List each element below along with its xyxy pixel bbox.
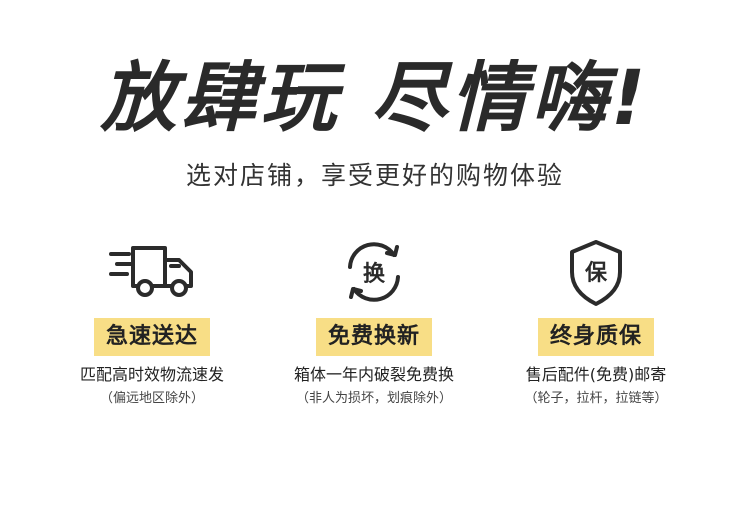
feature-desc: 匹配高时效物流速发: [79, 365, 224, 384]
feature-note: （轮子，拉杆，拉链等）: [524, 391, 668, 406]
headline: 放肆玩 尽情嗨!: [100, 53, 650, 142]
feature-lifetime-warranty: 保 终身质保 售后配件(免费)邮寄 （轮子，拉杆，拉链等）: [496, 228, 696, 406]
feature-desc: 箱体一年内破裂免费换: [293, 365, 454, 384]
feature-free-replacement: 换 免费换新 箱体一年内破裂免费换 （非人为损坏，划痕除外）: [274, 228, 474, 406]
feature-desc: 售后配件(免费)邮寄: [525, 365, 667, 384]
delivery-truck-icon: [52, 228, 252, 316]
exchange-icon-text: 换: [363, 261, 386, 287]
exchange-icon: 换: [274, 228, 474, 316]
feature-fast-delivery: 急速送达 匹配高时效物流速发 （偏远地区除外）: [52, 228, 252, 406]
feature-label: 急速送达: [93, 318, 210, 356]
feature-note: （非人为损坏，划痕除外）: [295, 391, 452, 406]
shield-icon: 保: [496, 228, 696, 316]
subline: 选对店铺，享受更好的购物体验: [185, 161, 564, 190]
feature-label: 终身质保: [537, 318, 654, 356]
shield-icon-text: 保: [584, 261, 608, 286]
feature-label: 免费换新: [315, 318, 432, 356]
feature-note: （偏远地区除外）: [99, 391, 204, 406]
